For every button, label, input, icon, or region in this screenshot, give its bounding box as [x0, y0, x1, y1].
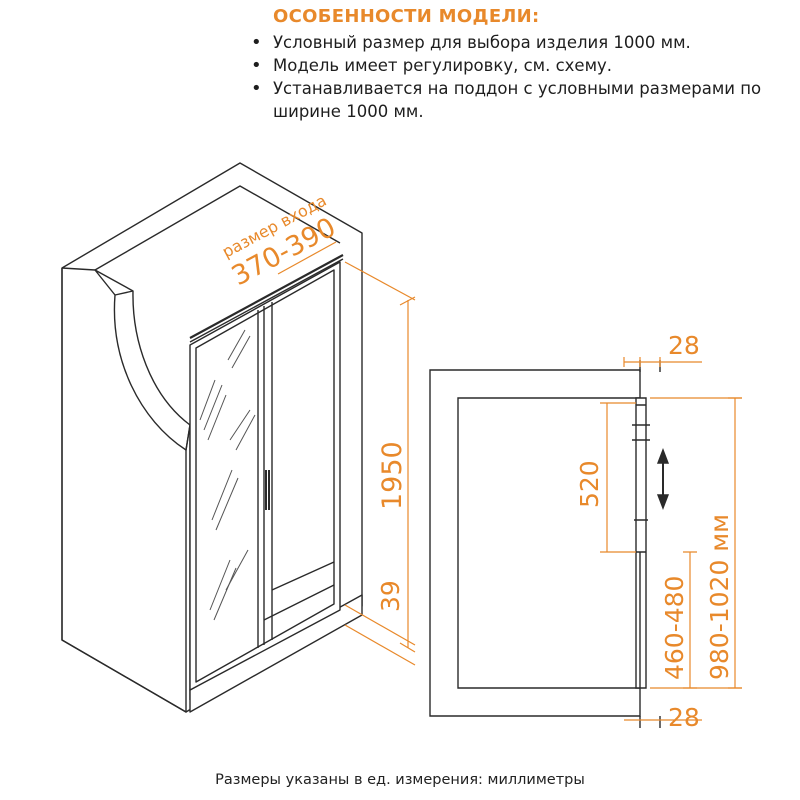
door-width-label: 460-480 — [660, 576, 689, 680]
features-title: ОСОБЕННОСТИ МОДЕЛИ: — [273, 6, 540, 27]
adjust-range-label: 520 — [575, 460, 604, 508]
plan-outer-wall — [429, 369, 641, 717]
plan-view — [429, 360, 670, 728]
plan-fittings — [632, 424, 650, 521]
base-height-label: 39 — [376, 580, 405, 612]
top-profile-label: 28 — [668, 331, 700, 360]
units-footnote: Размеры указаны в ед. измерения: миллиме… — [215, 772, 585, 788]
plan-profile — [635, 397, 647, 689]
feature-item: Модель имеет регулировку, см. схему. — [245, 54, 785, 77]
height-label: 1950 — [377, 441, 408, 510]
wall-top-ledge — [94, 185, 341, 271]
features-list: Условный размер для выбора изделия 1000 … — [245, 31, 785, 123]
total-width-label: 980-1020 мм — [705, 514, 734, 680]
features-block: ОСОБЕННОСТИ МОДЕЛИ: Условный размер для … — [245, 6, 785, 123]
glass-reflections — [199, 329, 256, 621]
door-handle — [265, 470, 270, 510]
left-dim-lines — [277, 241, 416, 666]
bottom-profile-label: 28 — [668, 703, 700, 732]
isometric-shower-view — [61, 162, 416, 713]
top-rail — [189, 254, 344, 339]
feature-item: Устанавливается на поддон с условными ра… — [245, 77, 785, 123]
wall-top-inner — [61, 267, 96, 271]
feature-item: Условный размер для выбора изделия 1000 … — [245, 31, 785, 54]
plan-dim-lines — [600, 357, 742, 721]
